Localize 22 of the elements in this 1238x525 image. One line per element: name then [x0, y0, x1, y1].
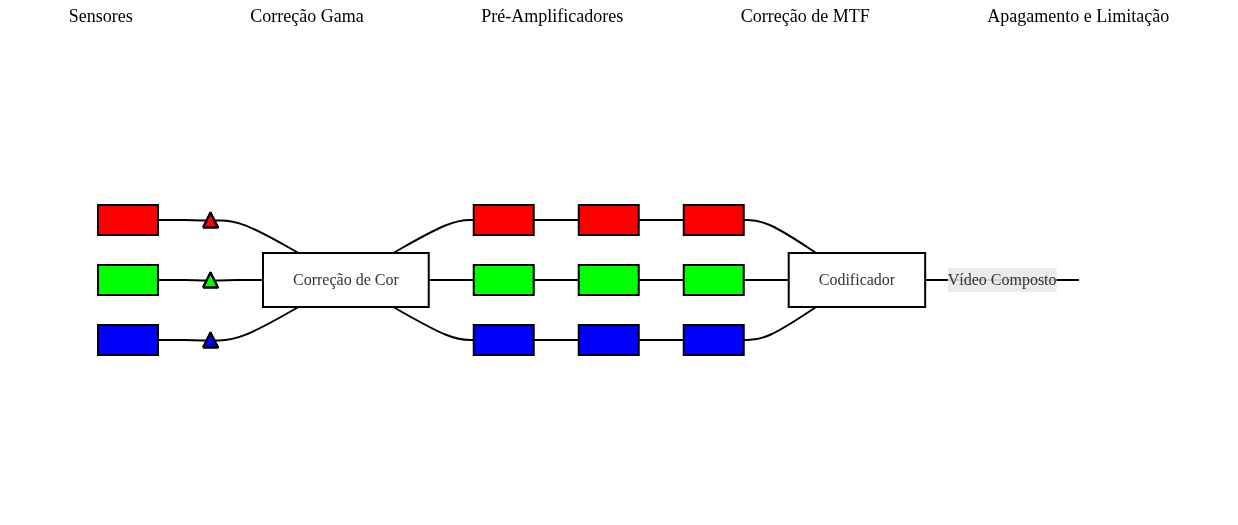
connector	[214, 306, 300, 342]
node-box	[683, 264, 746, 296]
node-box	[683, 324, 746, 356]
edge-label: Vídeo Composto	[948, 271, 1058, 288]
node-box	[97, 204, 160, 236]
node-box: Codificador	[788, 252, 927, 308]
node-box	[578, 264, 641, 296]
node-box	[578, 204, 641, 236]
column-label: Apagamento e Limitação	[987, 6, 1170, 28]
column-label: Correção de MTF	[740, 6, 870, 28]
node-box	[683, 204, 746, 236]
node-box	[578, 324, 641, 356]
node-box: Correção de Cor	[262, 252, 431, 308]
node-box	[473, 204, 536, 236]
node-box	[473, 264, 536, 296]
node-box	[97, 264, 160, 296]
node-box	[97, 324, 160, 356]
column-label: Correção Gama	[250, 6, 364, 28]
column-label: Sensores	[68, 6, 133, 28]
node-box	[473, 324, 536, 356]
connector	[214, 219, 300, 254]
column-label: Pré-Amplificadores	[481, 6, 624, 28]
